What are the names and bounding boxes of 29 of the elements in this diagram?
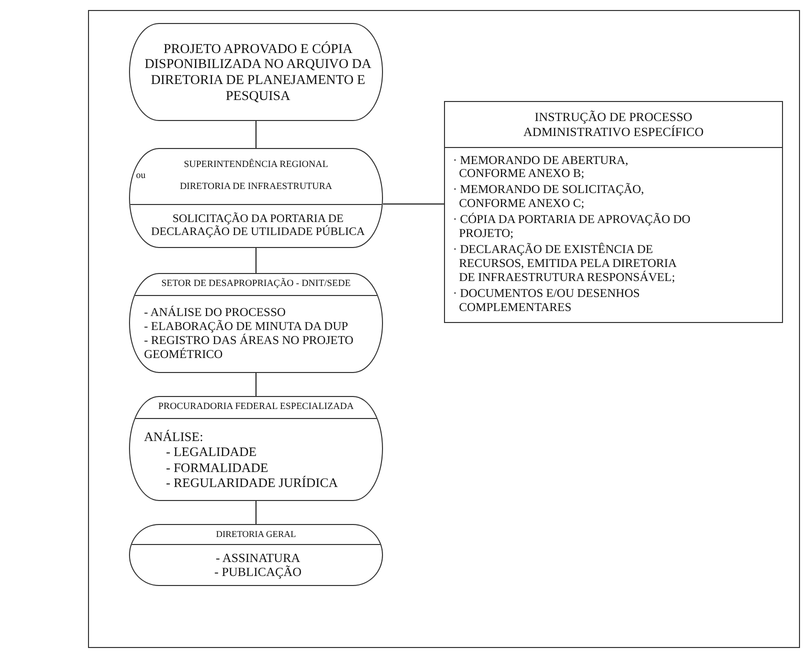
list-item: · MEMORANDO DE ABERTURA, CONFORME ANEXO B; — [453, 154, 630, 182]
box-text: - REGULARIDADE JURÍDICA — [165, 474, 339, 490]
box-heading: ou — [136, 171, 146, 182]
connector-line — [255, 373, 257, 396]
box-text: PROJETO APROVADO E CÓPIA DISPONIBILIZADA NO ARQUIVO DA DIRETORIA DE PLANEJAMENTO E PESQUISA — [144, 40, 372, 104]
connector-line — [383, 203, 444, 205]
list-item: · CÓPIA DA PORTARIA DE APROVAÇÃO DO PROJETO; — [453, 213, 692, 241]
box-text: - LEGALIDADE — [165, 444, 258, 460]
list-item: · DECLARAÇÃO DE EXISTÊNCIA DE RECURSOS, EMITIDA PELA DIRETORIA DE INFRAESTRUTURA RESPONSÁVEL; — [453, 242, 678, 285]
box-text: - ANÁLISE DO PROCESSO — [144, 306, 287, 320]
connector-line — [255, 501, 257, 524]
connector-line — [255, 121, 257, 148]
box-heading: INSTRUÇÃO DE PROCESSO ADMINISTRATIVO ESPECÍFICO — [522, 110, 705, 139]
connector-line — [255, 248, 257, 273]
box-heading: SUPERINTENDÊNCIA REGIONAL — [182, 160, 330, 172]
process-box — [444, 101, 783, 323]
box-text: SOLICITAÇÃO DA PORTARIA DE DECLARAÇÃO DE UTILIDADE PÚBLICA — [150, 212, 366, 240]
box-text: - FORMALIDADE — [165, 460, 270, 475]
box-heading: PROCURADORIA FEDERAL ESPECIALIZADA — [157, 402, 355, 413]
box-heading: DIRETORIA DE INFRAESTRUTURA — [178, 182, 334, 193]
box-text: - ELABORAÇÃO DE MINUTA DA DUP — [144, 320, 350, 334]
box-heading: DIRETORIA GERAL — [214, 529, 298, 540]
box-text: - ASSINATURA — [214, 550, 302, 565]
box-text: - PUBLICAÇÃO — [213, 565, 303, 580]
box-text: - REGISTRO DAS ÁREAS NO PROJETO GEOMÉTRICO — [144, 334, 354, 362]
list-item: · MEMORANDO DE SOLICITAÇÃO, CONFORME ANEXO C; — [453, 183, 646, 212]
box-text: ANÁLISE: — [144, 429, 204, 444]
list-item: · DOCUMENTOS E/OU DESENHOS COMPLEMENTARES — [453, 286, 641, 314]
box-heading: SETOR DE DESAPROPRIAÇÃO - DNIT/SEDE — [160, 279, 352, 290]
